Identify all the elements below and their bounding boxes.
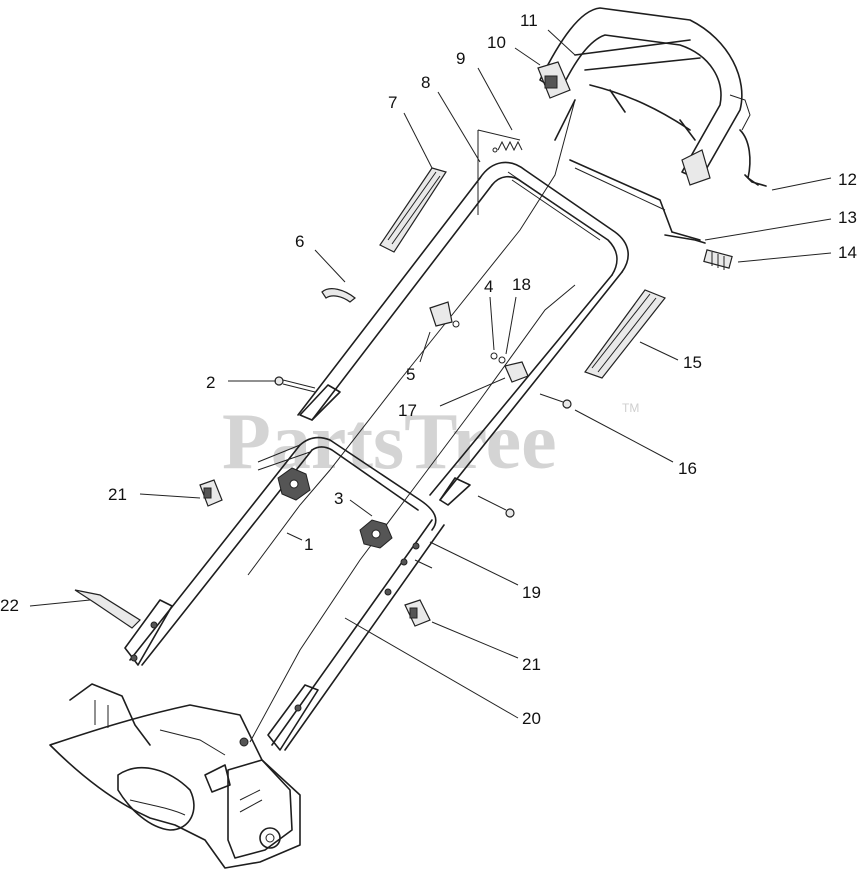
clamp-21-right <box>404 599 431 627</box>
callout-21-left: 21 <box>108 485 127 504</box>
control-cable <box>239 99 576 747</box>
upper-handle <box>297 161 629 506</box>
callout-9: 9 <box>456 49 465 68</box>
callout-12: 12 <box>838 170 857 189</box>
callout-19: 19 <box>522 583 541 602</box>
leader-lines <box>29 29 832 719</box>
adjuster-14 <box>703 249 733 270</box>
washer-4 <box>490 352 498 360</box>
clamp-21-left <box>199 479 223 507</box>
callout-18: 18 <box>512 275 531 294</box>
callout-13: 13 <box>838 208 857 227</box>
bolt-2 <box>274 376 316 393</box>
callout-1: 1 <box>304 535 313 554</box>
callout-17: 17 <box>398 401 417 420</box>
cable-clip-5 <box>429 301 460 328</box>
callout-labels: 1 2 3 4 5 6 7 8 9 10 11 12 13 14 15 16 1… <box>0 11 857 728</box>
callout-14: 14 <box>838 243 857 262</box>
callout-10: 10 <box>487 33 506 52</box>
callout-4: 4 <box>484 277 493 296</box>
callout-7: 7 <box>388 93 397 112</box>
bracket-22 <box>74 589 141 629</box>
callout-21-right: 21 <box>522 655 541 674</box>
knob-3 <box>359 519 393 549</box>
callout-6: 6 <box>295 232 304 251</box>
callout-11: 11 <box>520 11 538 30</box>
callout-8: 8 <box>421 73 430 92</box>
watermark-trademark: TM <box>622 401 639 415</box>
spring-9 <box>477 129 523 215</box>
bail-assembly <box>537 7 759 241</box>
cable-guide-7 <box>379 167 447 253</box>
cable-end-12 <box>744 174 767 187</box>
bolt-lower <box>477 495 515 518</box>
rod-13 <box>664 234 706 244</box>
mower-deck <box>49 683 301 869</box>
nut-18 <box>498 356 506 364</box>
cable-block-17 <box>504 361 529 383</box>
callout-2: 2 <box>206 373 215 392</box>
callout-16: 16 <box>678 459 697 478</box>
callout-22: 22 <box>0 596 19 615</box>
cable-guide-15 <box>584 289 666 379</box>
cable-tie-6 <box>321 288 356 303</box>
callout-3: 3 <box>334 489 343 508</box>
lower-handle <box>124 436 445 751</box>
callout-5: 5 <box>406 365 415 384</box>
callout-20: 20 <box>522 709 541 728</box>
watermark: PartsTree TM <box>222 398 639 486</box>
callout-15: 15 <box>683 353 702 372</box>
watermark-text: PartsTree <box>222 398 557 486</box>
bolt-16 <box>539 393 572 409</box>
knob-left <box>277 467 311 501</box>
